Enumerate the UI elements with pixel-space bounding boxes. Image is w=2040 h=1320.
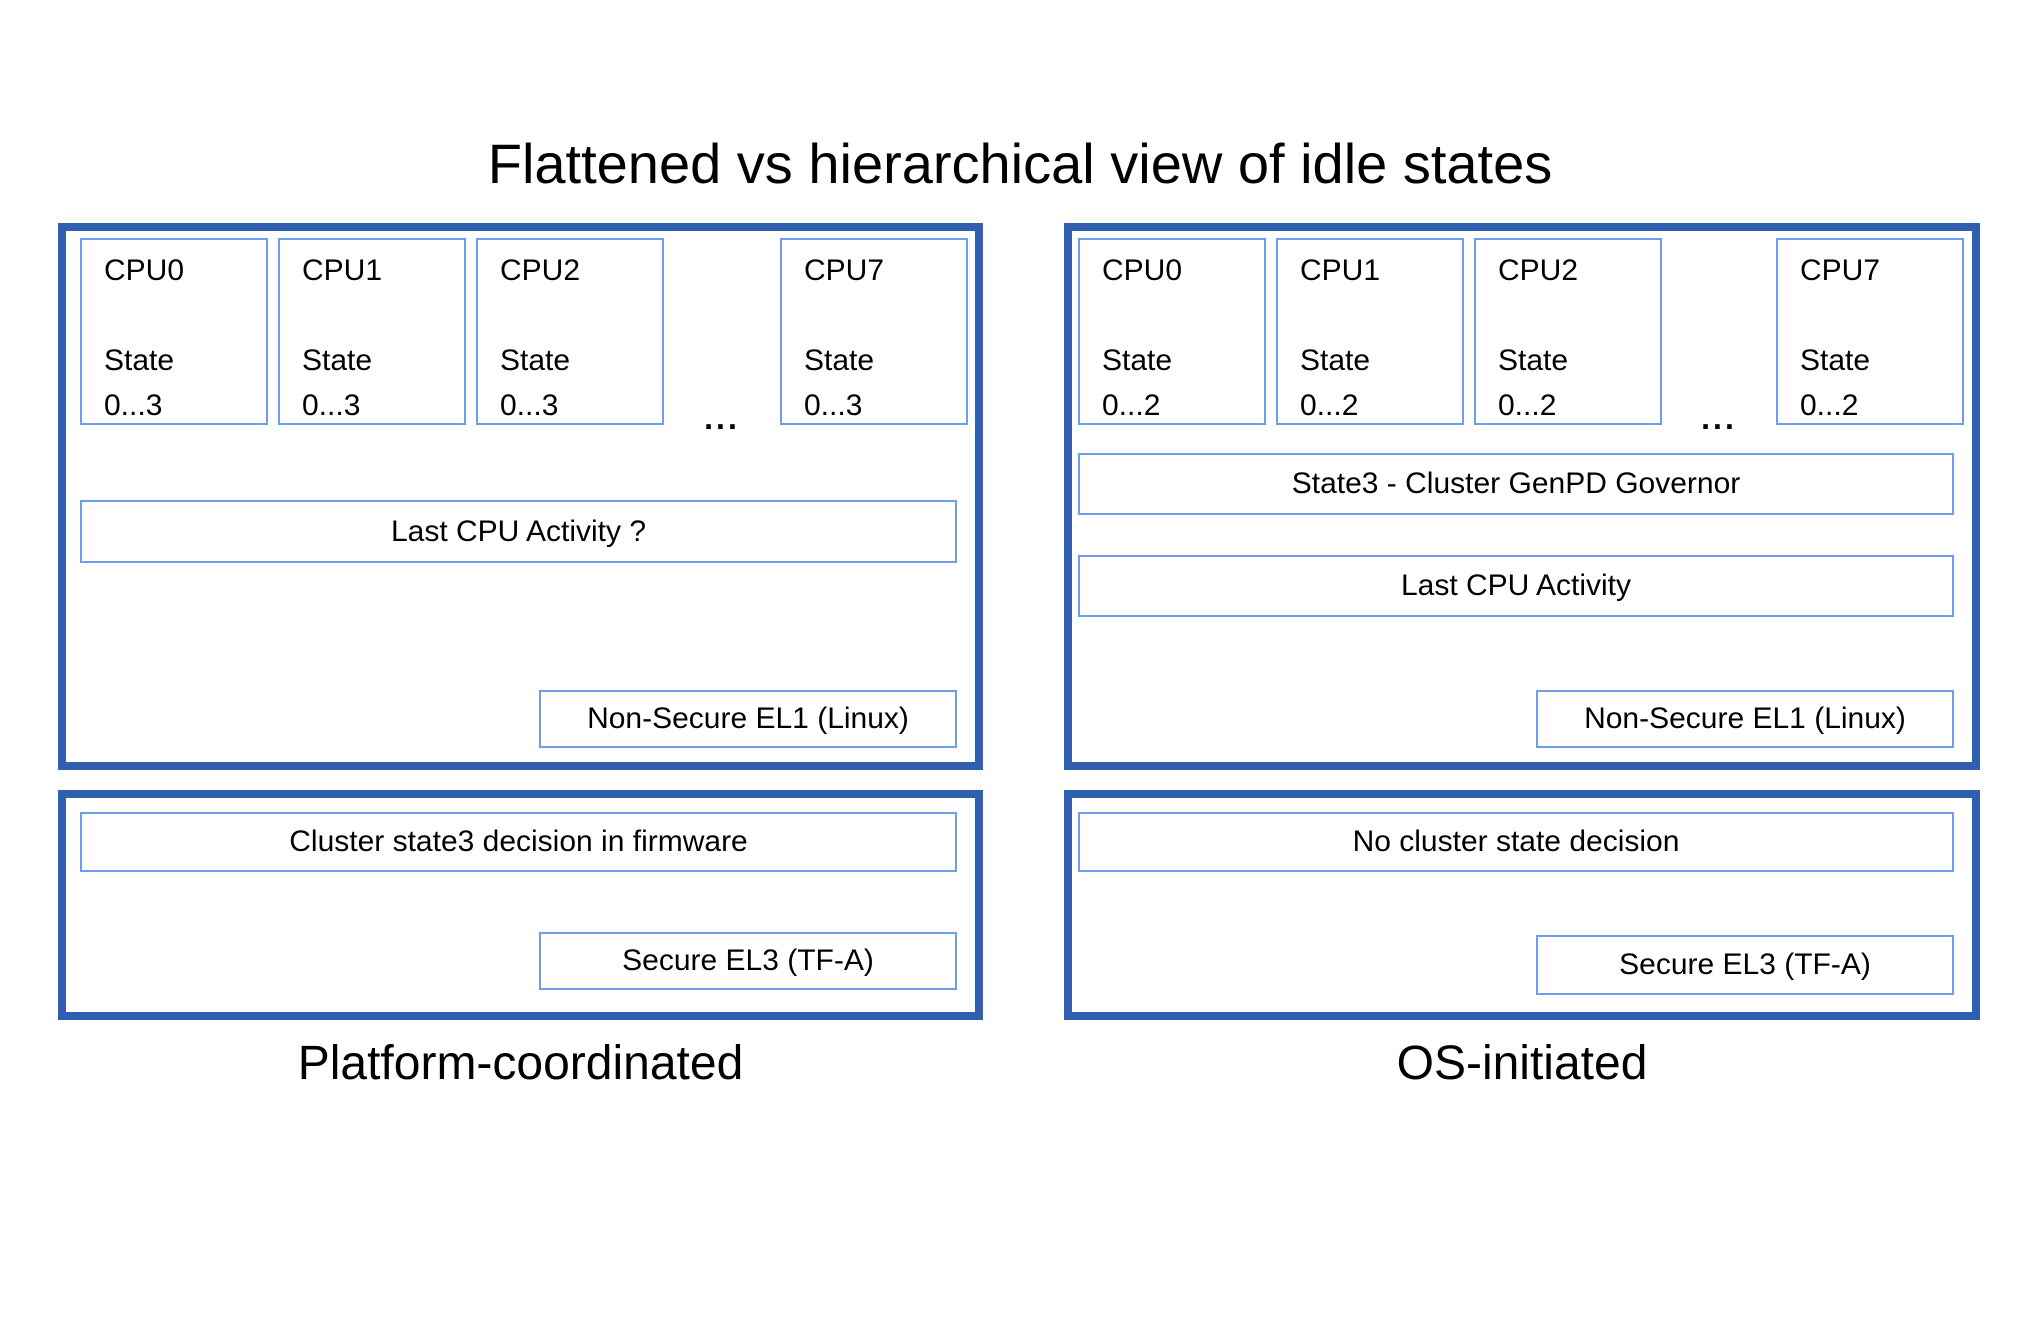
cpu-state-range: 0...3: [302, 389, 361, 422]
os-cpu0-box: CPU0 State 0...2: [1078, 238, 1266, 425]
cpu-state-range: 0...3: [104, 389, 163, 422]
platform-coordinated-caption: Platform-coordinated: [297, 1037, 744, 1090]
cpu-name: CPU0: [104, 254, 185, 287]
cpu-name: CPU1: [1300, 254, 1381, 287]
secure-el3-box: Secure EL3 (TF-A): [539, 932, 957, 990]
cpu-name: CPU1: [302, 254, 383, 287]
cpu-state: State 0...3: [104, 338, 256, 428]
last-cpu-activity-bar: Last CPU Activity ?: [80, 500, 957, 563]
cpu-name: CPU7: [804, 254, 885, 287]
non-secure-el1-box: Non-Secure EL1 (Linux): [1536, 690, 1954, 748]
os-cpu1-box: CPU1 State 0...2: [1276, 238, 1464, 425]
cpu-state: State 0...2: [1102, 338, 1254, 428]
cpu-name: CPU2: [500, 254, 581, 287]
os-cpu2-box: CPU2 State 0...2: [1474, 238, 1662, 425]
os-cpu7-box: CPU7 State 0...2: [1776, 238, 1964, 425]
platform-cpu0-box: CPU0 State 0...3: [80, 238, 268, 425]
cpu-name: CPU7: [1800, 254, 1881, 287]
cluster-decision-bar: Cluster state3 decision in firmware: [80, 812, 957, 872]
genpd-governor-bar: State3 - Cluster GenPD Governor: [1078, 453, 1954, 515]
platform-cpu2-box: CPU2 State 0...3: [476, 238, 664, 425]
cpu-state-label: State: [1498, 344, 1569, 377]
cpu-state-label: State: [104, 344, 175, 377]
cpu-state: State 0...3: [302, 338, 454, 428]
platform-cpu1-box: CPU1 State 0...3: [278, 238, 466, 425]
cpu-state-range: 0...2: [1300, 389, 1359, 422]
cpu-ellipsis: ...: [1701, 400, 1737, 436]
cpu-state-range: 0...3: [500, 389, 559, 422]
cpu-state: State 0...3: [500, 338, 652, 428]
cpu-state-label: State: [1800, 344, 1871, 377]
cpu-name: CPU2: [1498, 254, 1579, 287]
no-cluster-decision-bar: No cluster state decision: [1078, 812, 1954, 872]
cpu-state-label: State: [1102, 344, 1173, 377]
cpu-state: State 0...3: [804, 338, 956, 428]
cpu-ellipsis: ...: [704, 400, 740, 436]
diagram-title: Flattened vs hierarchical view of idle s…: [487, 132, 1553, 195]
cpu-state: State 0...2: [1800, 338, 1952, 428]
cpu-state-range: 0...2: [1800, 389, 1859, 422]
cpu-state-label: State: [302, 344, 373, 377]
cpu-state: State 0...2: [1498, 338, 1650, 428]
secure-el3-box: Secure EL3 (TF-A): [1536, 935, 1954, 995]
cpu-state-range: 0...3: [804, 389, 863, 422]
platform-cpu7-box: CPU7 State 0...3: [780, 238, 968, 425]
cpu-state: State 0...2: [1300, 338, 1452, 428]
cpu-state-label: State: [500, 344, 571, 377]
cpu-state-range: 0...2: [1498, 389, 1557, 422]
cpu-state-label: State: [804, 344, 875, 377]
os-initiated-caption: OS-initiated: [1396, 1037, 1648, 1090]
cpu-state-range: 0...2: [1102, 389, 1161, 422]
non-secure-el1-box: Non-Secure EL1 (Linux): [539, 690, 957, 748]
cpu-state-label: State: [1300, 344, 1371, 377]
last-cpu-activity-bar: Last CPU Activity: [1078, 555, 1954, 617]
cpu-name: CPU0: [1102, 254, 1183, 287]
